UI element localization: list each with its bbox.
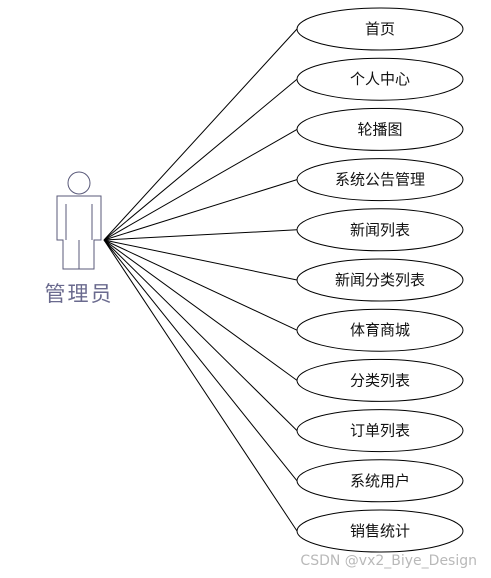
use-case-label: 个人中心 xyxy=(350,70,410,88)
use-case-news-list: 新闻列表 xyxy=(296,208,464,252)
use-case-sports-mall: 体育商城 xyxy=(296,308,464,352)
use-case-label: 轮播图 xyxy=(357,120,402,138)
use-case-label: 新闻分类列表 xyxy=(335,271,425,289)
use-case-label: 首页 xyxy=(365,20,395,38)
use-case-news-category-list: 新闻分类列表 xyxy=(296,258,464,302)
actor-label: 管理员 xyxy=(45,282,114,306)
association-line-order-list xyxy=(103,239,298,431)
use-case-personal-center: 个人中心 xyxy=(296,57,464,101)
actor-stick-figure-icon xyxy=(56,171,102,270)
watermark: CSDN @vx2_Biye_Design xyxy=(300,553,477,569)
use-case-label: 系统公告管理 xyxy=(335,171,425,189)
association-line-category-list xyxy=(103,239,298,381)
association-line-news-list xyxy=(103,229,298,241)
use-case-ellipse xyxy=(296,57,464,101)
use-case-label: 系统用户 xyxy=(350,472,410,490)
association-line-system-users xyxy=(103,239,298,482)
use-case-sales-statistics: 销售统计 xyxy=(296,509,464,553)
use-case-announcement-management: 系统公告管理 xyxy=(296,158,464,202)
use-case-label: 销售统计 xyxy=(350,522,410,540)
association-line-announcement-management xyxy=(103,179,298,241)
association-lines xyxy=(103,28,298,532)
association-line-home xyxy=(103,28,298,241)
use-case-label: 体育商城 xyxy=(350,321,410,339)
use-case-label: 新闻列表 xyxy=(350,221,410,239)
actor-admin: 管理员 xyxy=(45,171,114,306)
use-case-system-users: 系统用户 xyxy=(296,459,464,503)
use-case-ellipse xyxy=(296,358,464,402)
association-line-personal-center xyxy=(103,78,298,241)
use-case-ellipse xyxy=(296,107,464,151)
use-case-category-list: 分类列表 xyxy=(296,358,464,402)
use-case-list: 首页个人中心轮播图系统公告管理新闻列表新闻分类列表体育商城分类列表订单列表系统用… xyxy=(296,7,464,553)
association-line-sales-statistics xyxy=(103,239,298,532)
use-case-home: 首页 xyxy=(296,7,464,51)
use-case-ellipse xyxy=(296,208,464,252)
use-case-ellipse xyxy=(296,509,464,553)
use-case-ellipse xyxy=(296,459,464,503)
association-line-carousel xyxy=(103,128,298,241)
use-case-ellipse xyxy=(296,158,464,202)
use-case-ellipse xyxy=(296,258,464,302)
use-case-order-list: 订单列表 xyxy=(296,409,464,453)
use-case-label: 订单列表 xyxy=(350,422,410,440)
use-case-label: 分类列表 xyxy=(350,371,410,389)
use-case-ellipse xyxy=(296,308,464,352)
association-line-sports-mall xyxy=(103,239,298,331)
use-case-ellipse xyxy=(296,409,464,453)
use-case-carousel: 轮播图 xyxy=(296,107,464,151)
association-line-news-category-list xyxy=(103,239,298,281)
use-case-ellipse xyxy=(296,7,464,51)
